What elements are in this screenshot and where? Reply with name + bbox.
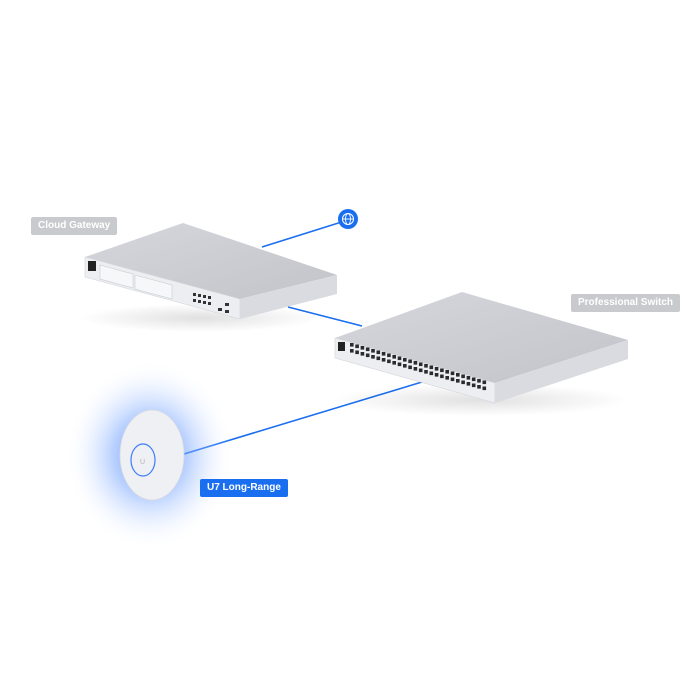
switch-port — [381, 352, 386, 356]
switch-port — [371, 349, 375, 353]
switch-port — [477, 379, 481, 383]
switch-ports — [350, 343, 487, 391]
svg-text:U: U — [140, 459, 145, 466]
switch-port — [429, 371, 434, 376]
switch-port — [387, 359, 391, 364]
switch-port — [461, 380, 465, 385]
globe-icon[interactable] — [338, 209, 358, 229]
u7-long-range-access-point[interactable]: U — [65, 360, 235, 550]
switch-port — [350, 343, 354, 347]
switch-port — [471, 377, 476, 382]
switch-port — [450, 371, 455, 376]
switch-port — [376, 350, 381, 355]
switch-port — [381, 358, 386, 362]
switch-port — [482, 386, 487, 391]
switch-port — [482, 380, 487, 385]
switch-port — [461, 374, 465, 379]
switch-port — [365, 353, 370, 358]
switch-port — [477, 385, 481, 389]
link-internet-gateway — [261, 219, 349, 248]
switch-port — [413, 367, 418, 371]
switch-port — [424, 370, 428, 374]
switch-port — [350, 349, 354, 353]
switch-port — [392, 355, 396, 359]
switch-port — [445, 370, 449, 374]
switch-port — [456, 379, 460, 383]
switch-port — [471, 383, 476, 388]
switch-port — [355, 350, 359, 355]
switch-port — [429, 365, 434, 370]
switch-port — [360, 352, 365, 356]
switch-port — [466, 382, 471, 386]
switch-port — [413, 361, 418, 365]
switch-port — [418, 368, 423, 373]
switch-port — [365, 347, 370, 352]
professional-switch-label: Professional Switch — [571, 294, 681, 312]
switch-port — [371, 355, 375, 359]
switch-port — [397, 356, 402, 361]
switch-port — [403, 364, 407, 368]
switch-port — [434, 367, 439, 371]
switch-port — [397, 362, 402, 367]
switch-port — [408, 359, 412, 364]
switch-port — [434, 373, 439, 377]
switch-port — [440, 368, 444, 373]
switch-port — [360, 346, 365, 350]
switch-port — [450, 377, 455, 382]
switch-port — [355, 344, 359, 349]
professional-switch-device[interactable] — [330, 292, 630, 416]
switch-port — [418, 362, 423, 367]
switch-port — [376, 356, 381, 361]
switch-port — [440, 374, 444, 379]
switch-port — [403, 358, 407, 362]
switch-port — [424, 364, 428, 368]
switch-port — [408, 365, 412, 370]
cloud-gateway-device[interactable] — [80, 223, 337, 332]
u7-long-range-label: U7 Long-Range — [200, 479, 288, 497]
switch-port — [466, 376, 471, 380]
cloud-gateway-label: Cloud Gateway — [31, 217, 118, 235]
switch-port — [456, 373, 460, 377]
switch-port — [392, 361, 396, 365]
link-gateway-switch — [287, 306, 363, 327]
switch-port — [445, 376, 449, 380]
switch-port — [387, 353, 391, 358]
